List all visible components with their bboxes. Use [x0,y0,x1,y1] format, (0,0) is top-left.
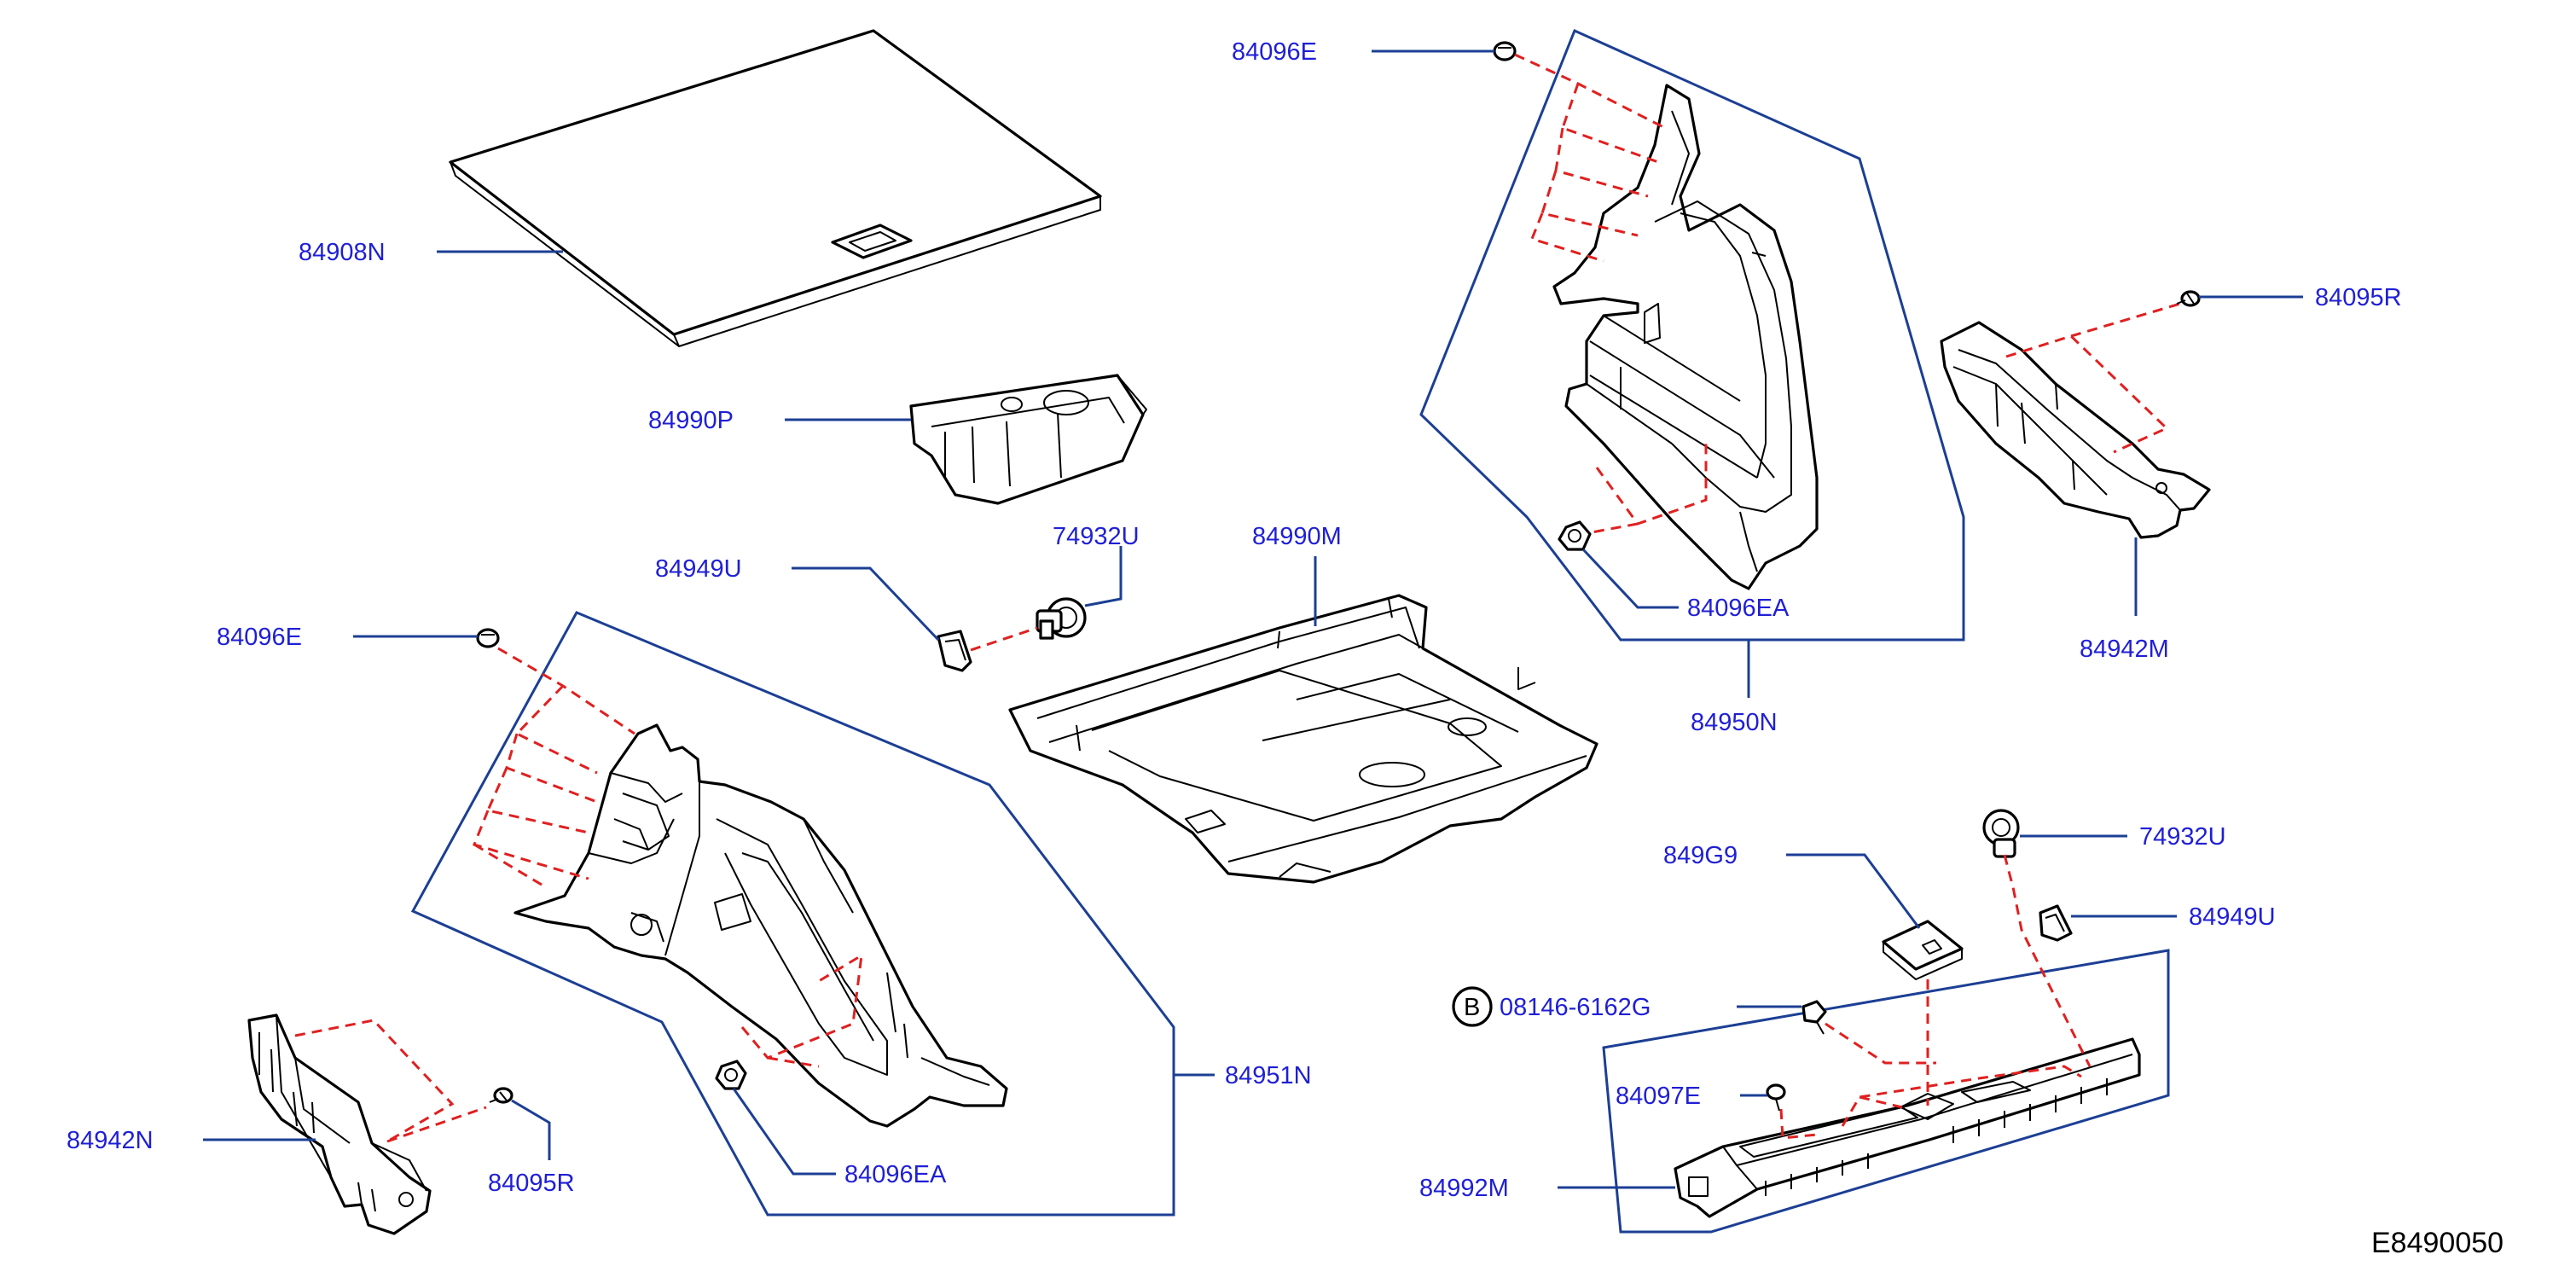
label-84095R-left: 84095R [488,1170,575,1197]
group-84951N-outline [410,611,1175,1217]
leader-84949U-left [792,566,940,642]
dash-84942N [294,1019,455,1143]
clip-84949u-left-part [937,630,972,672]
label-84942N: 84942N [67,1127,154,1154]
label-84097E: 84097E [1616,1083,1701,1110]
leader-84096EA-left [732,1088,836,1176]
bolt-marker-letter: B [1464,994,1480,1021]
label-84096EA-right: 84096EA [1687,595,1790,622]
diagram-code: E8490050 [2371,1227,2503,1259]
label-84949U-right: 84949U [2189,903,2276,931]
hook-74932u-left-part [1036,597,1087,640]
trunk-board-part [449,29,1102,347]
leader-84095R-left [511,1099,551,1160]
dash-right-1 [1514,53,1666,130]
label-84096E-right: 84096E [1232,38,1317,66]
bolt-08146-6162g-part [1801,1000,1827,1035]
left-quarter-trim-part [513,723,1008,1128]
dash-84942M [2005,334,2169,454]
bracket-84942m-part [1940,321,2211,539]
hook-74932u-right-part [1982,809,2020,858]
label-74932U-right: 74932U [2139,823,2226,851]
leader-849G9 [1786,853,1921,929]
screw-84095r-right-part [2176,290,2201,307]
label-849G9: 849G9 [1663,842,1738,869]
label-84990M: 84990M [1252,523,1342,550]
label-84096EA-left: 84096EA [844,1161,947,1188]
plate-849g9-part [1882,920,1964,980]
sill-plate-84992m-part [1674,1037,2141,1218]
clip-84096ea-right-part [1558,520,1592,551]
label-84095R-right: 84095R [2315,284,2402,311]
clip-84096ea-left-part [715,1060,747,1090]
label-84990P: 84990P [648,407,734,434]
dash-sill-1 [1825,1022,1936,1065]
bracket-84942n-part [247,1013,432,1235]
label-84908N: 84908N [299,239,386,266]
clip-84096e-left-part [476,628,500,648]
floor-box-part [909,374,1147,505]
right-quarter-trim-part [1552,84,1819,590]
clip-84949u-right-part [2039,904,2073,942]
leader-84096EA-right [1581,548,1679,609]
group-84992M-outline [1602,949,2170,1234]
clip-84097e-part [1766,1083,1786,1112]
label-84942M: 84942M [2080,636,2169,663]
label-84949U-left: 84949U [655,555,742,583]
label-84096E-left: 84096E [217,624,302,651]
clip-84096e-right-part [1493,41,1517,61]
screw-84095r-left-part [489,1087,513,1104]
leader-74932U-left [1084,546,1123,607]
group-84950N-outline [1419,28,1965,642]
label-74932U-left: 74932U [1053,523,1140,550]
bolt-marker-circle [1452,986,1493,1027]
label-84951N: 84951N [1225,1062,1312,1089]
label-84992M: 84992M [1419,1175,1509,1202]
label-08146-6162G: 08146-6162G [1500,994,1651,1021]
label-84950N: 84950N [1691,709,1778,736]
floor-mat-part [1008,594,1598,884]
